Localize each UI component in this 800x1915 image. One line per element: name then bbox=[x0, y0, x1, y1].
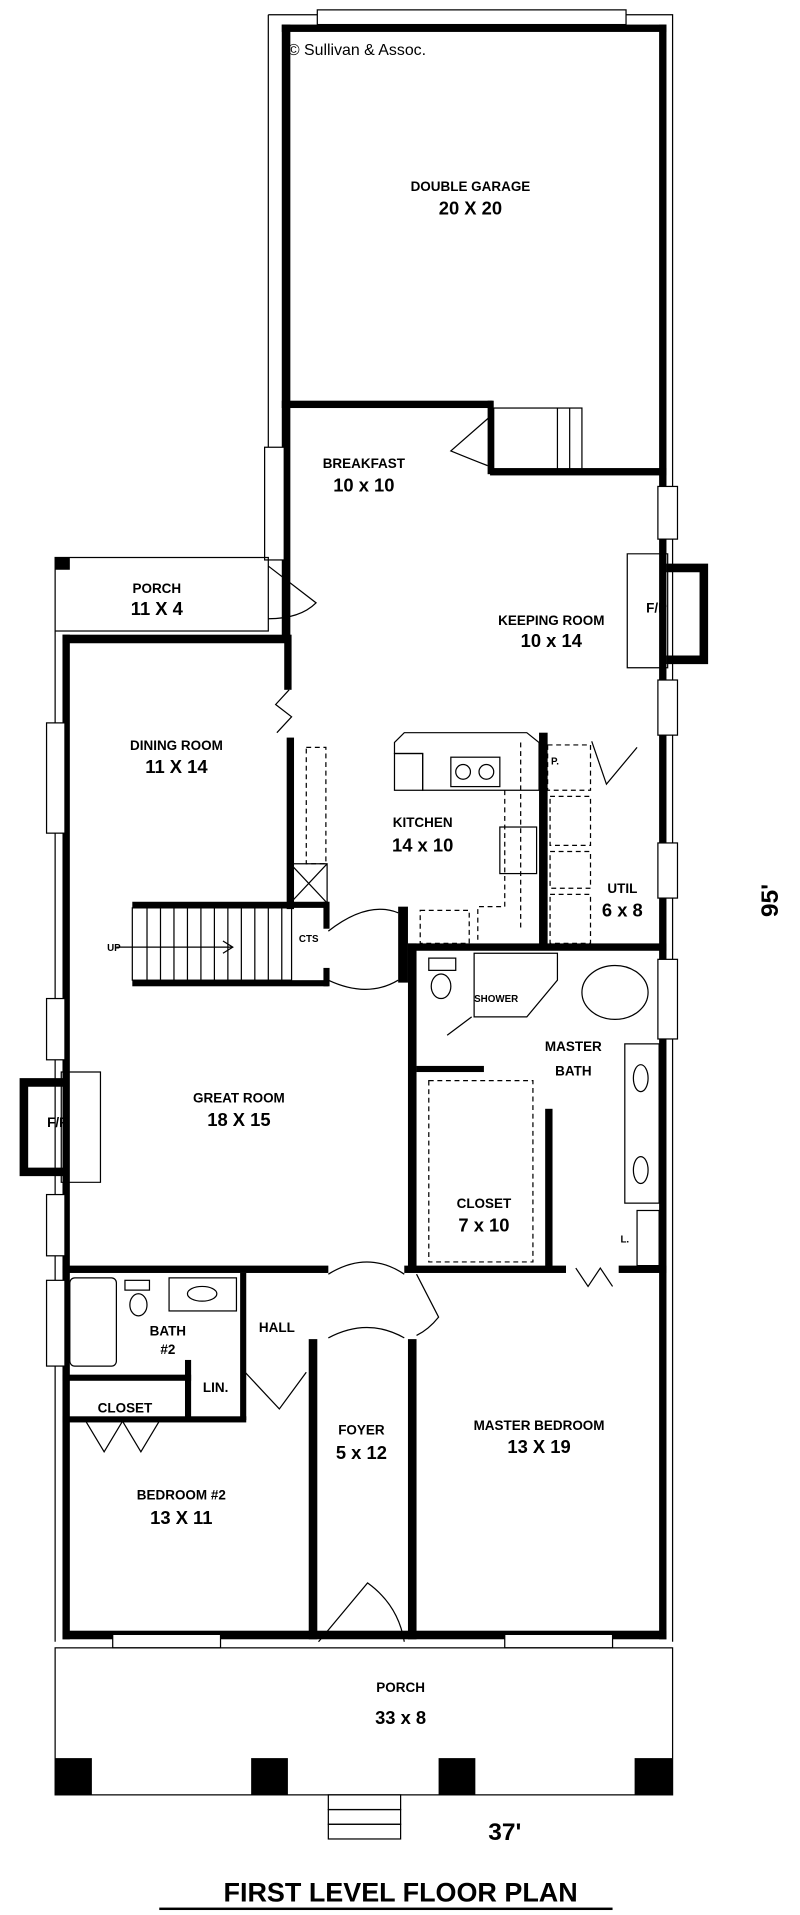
master-bath-fixtures bbox=[428, 952, 660, 1288]
copyright-watermark: © Sullivan & Assoc. bbox=[288, 42, 426, 59]
room-size: 13 X 19 bbox=[507, 1436, 570, 1457]
fireplace-great bbox=[19, 1071, 102, 1183]
room-name: HALL bbox=[259, 1320, 295, 1335]
room-name: PORCH bbox=[132, 581, 181, 596]
room-size: 10 x 14 bbox=[521, 630, 583, 651]
room-name: MASTER BEDROOM bbox=[474, 1418, 605, 1433]
room-name: KEEPING ROOM bbox=[498, 613, 604, 628]
room-name: PORCH bbox=[376, 1680, 425, 1695]
width-dimension: 37' bbox=[488, 1819, 521, 1846]
room-name-line2: BATH bbox=[555, 1064, 591, 1079]
room-name: BATH bbox=[150, 1323, 186, 1338]
garage-door-swing bbox=[449, 416, 491, 467]
fireplace-label: F/P bbox=[646, 601, 667, 616]
fireplace-label: F/P bbox=[47, 1115, 68, 1130]
room-size: 11 X 4 bbox=[131, 598, 184, 619]
room-name: BREAKFAST bbox=[323, 456, 406, 471]
side-porch bbox=[54, 556, 318, 632]
linen-label: L. bbox=[620, 1234, 629, 1245]
windows bbox=[45, 9, 679, 1649]
kitchen-counters bbox=[393, 732, 638, 945]
title-underline bbox=[159, 1907, 613, 1911]
room-size: 20 X 20 bbox=[439, 197, 502, 218]
cts-label: CTS bbox=[299, 934, 319, 945]
room-name: DOUBLE GARAGE bbox=[411, 179, 531, 194]
room-name: CLOSET bbox=[98, 1401, 153, 1416]
room-size: 10 x 10 bbox=[333, 474, 394, 495]
room-name: DINING ROOM bbox=[130, 738, 223, 753]
room-name: KITCHEN bbox=[393, 815, 453, 830]
front-porch bbox=[54, 1647, 674, 1840]
stairs-up-label: UP bbox=[107, 943, 121, 954]
room-size: 13 X 11 bbox=[150, 1507, 212, 1528]
shower-label: SHOWER bbox=[474, 994, 518, 1005]
garage-steps bbox=[449, 407, 583, 470]
depth-dimension: 95' bbox=[757, 884, 784, 917]
room-name: UTIL bbox=[607, 881, 637, 896]
fireplace-keeping bbox=[626, 553, 709, 669]
room-size: 5 x 12 bbox=[336, 1442, 387, 1463]
room-name: MASTER bbox=[545, 1039, 602, 1054]
staircase bbox=[131, 907, 293, 981]
pantry-label: P. bbox=[551, 757, 559, 768]
door-swings bbox=[244, 689, 440, 1643]
room-size: 7 x 10 bbox=[458, 1214, 509, 1235]
room-size: 14 x 10 bbox=[392, 835, 453, 856]
room-name: BEDROOM #2 bbox=[137, 1488, 226, 1503]
exterior-outline bbox=[54, 14, 674, 1642]
room-name: LIN. bbox=[203, 1380, 228, 1395]
room-name: CLOSET bbox=[457, 1196, 512, 1211]
room-size: 18 X 15 bbox=[207, 1109, 270, 1130]
plan-title: FIRST LEVEL FLOOR PLAN bbox=[224, 1877, 578, 1907]
walls bbox=[62, 24, 667, 1640]
room-name: FOYER bbox=[338, 1423, 385, 1438]
bath2-fixtures bbox=[69, 1277, 238, 1454]
room-size: 11 X 14 bbox=[145, 756, 208, 777]
room-size: 33 x 8 bbox=[375, 1707, 426, 1728]
room-name: GREAT ROOM bbox=[193, 1091, 285, 1106]
room-size: 6 x 8 bbox=[602, 899, 643, 920]
room-name-line2: #2 bbox=[160, 1342, 175, 1357]
